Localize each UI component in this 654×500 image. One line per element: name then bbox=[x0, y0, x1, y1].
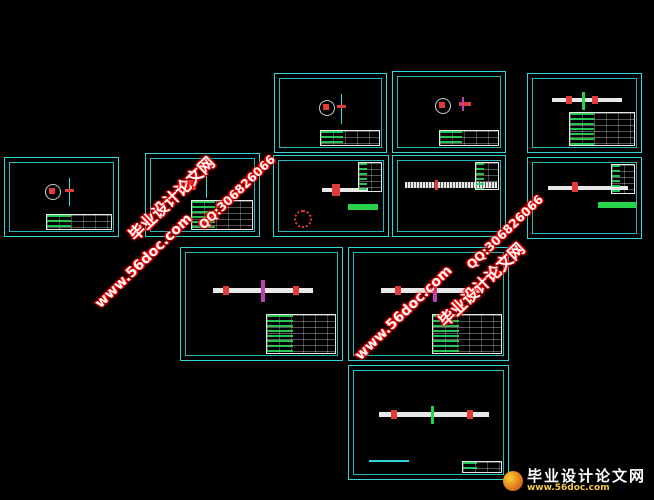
sheet-frame bbox=[532, 162, 637, 234]
drawing-sheet-10[interactable] bbox=[348, 247, 509, 361]
part-detail-drawing bbox=[431, 90, 477, 124]
shaft-assembly-drawing bbox=[381, 278, 481, 302]
title-block bbox=[46, 214, 112, 230]
sheet-frame bbox=[9, 162, 114, 232]
long-shaft-drawing bbox=[405, 178, 497, 194]
title-block bbox=[439, 130, 499, 146]
main-shaft-drawing bbox=[379, 402, 489, 426]
sheet-frame bbox=[532, 78, 637, 148]
sheet-frame bbox=[185, 252, 338, 356]
sheet-frame bbox=[278, 160, 384, 232]
title-block bbox=[462, 461, 502, 473]
sheet-frame bbox=[279, 78, 382, 148]
sheet-frame bbox=[353, 370, 504, 475]
sheet-frame bbox=[397, 76, 501, 148]
drawing-sheet-9[interactable] bbox=[180, 247, 343, 361]
sheet-frame bbox=[353, 252, 504, 356]
part-detail-drawing bbox=[313, 92, 353, 126]
drawing-sheet-5[interactable] bbox=[145, 153, 260, 237]
shaft-assembly-drawing bbox=[213, 278, 313, 302]
title-block bbox=[611, 164, 635, 194]
globe-logo-icon bbox=[502, 471, 523, 491]
sheet-frame bbox=[397, 160, 501, 232]
drawing-sheet-3[interactable] bbox=[527, 73, 642, 153]
title-block bbox=[266, 314, 336, 354]
title-block bbox=[432, 314, 502, 354]
part-detail-drawing bbox=[41, 176, 81, 210]
title-block bbox=[191, 200, 253, 230]
gear-drawing bbox=[176, 172, 226, 202]
brand-logo: 毕业设计论文网 www.56doc.com bbox=[502, 467, 646, 494]
drawing-sheet-1[interactable] bbox=[274, 73, 387, 153]
brand-name: 毕业设计论文网 bbox=[526, 467, 646, 485]
title-block bbox=[358, 162, 382, 192]
notes-line bbox=[369, 460, 409, 462]
drawing-sheet-11[interactable] bbox=[348, 365, 509, 480]
drawing-sheet-7[interactable] bbox=[392, 155, 506, 237]
drawing-sheet-2[interactable] bbox=[392, 71, 506, 153]
title-block bbox=[475, 162, 499, 190]
shaft-drawing bbox=[552, 92, 622, 112]
drawing-sheet-4[interactable] bbox=[4, 157, 119, 237]
drawing-sheet-6[interactable] bbox=[273, 155, 389, 237]
gear-shaft-drawing bbox=[292, 170, 382, 230]
title-block bbox=[569, 112, 635, 146]
sheet-frame bbox=[150, 158, 255, 232]
drawing-sheet-8[interactable] bbox=[527, 157, 642, 239]
title-block bbox=[320, 130, 380, 146]
brand-url: www.56doc.com bbox=[526, 483, 610, 493]
assembly-drawing bbox=[548, 176, 638, 216]
